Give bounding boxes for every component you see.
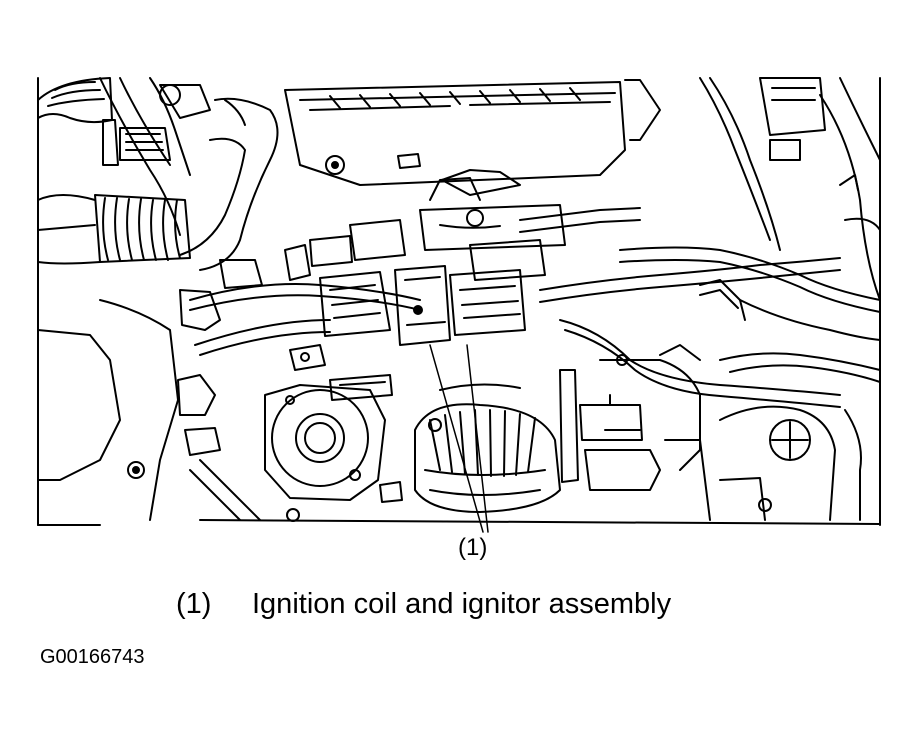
legend-number: (1) — [176, 588, 212, 620]
timing-belt-cover — [264, 344, 393, 522]
air-cleaner-housing — [284, 81, 626, 196]
figure-id: G00166743 — [40, 646, 145, 668]
figure-legend: (1) Ignition coil and ignitor assembly — [176, 588, 671, 621]
callout-leader — [429, 344, 489, 533]
alternator — [379, 369, 579, 513]
wiring-harness — [189, 207, 881, 408]
upper-left-body-panel — [37, 77, 211, 236]
ignition-coil-assembly — [284, 177, 566, 346]
callout-label-1: (1) — [458, 534, 488, 561]
legend-text: Ignition coil and ignitor assembly — [252, 588, 672, 620]
upper-right-components — [624, 77, 881, 301]
intake-duct — [37, 97, 279, 271]
lower-right-components — [579, 344, 862, 521]
frame-lines — [37, 77, 881, 526]
lower-left-frame — [37, 259, 263, 521]
